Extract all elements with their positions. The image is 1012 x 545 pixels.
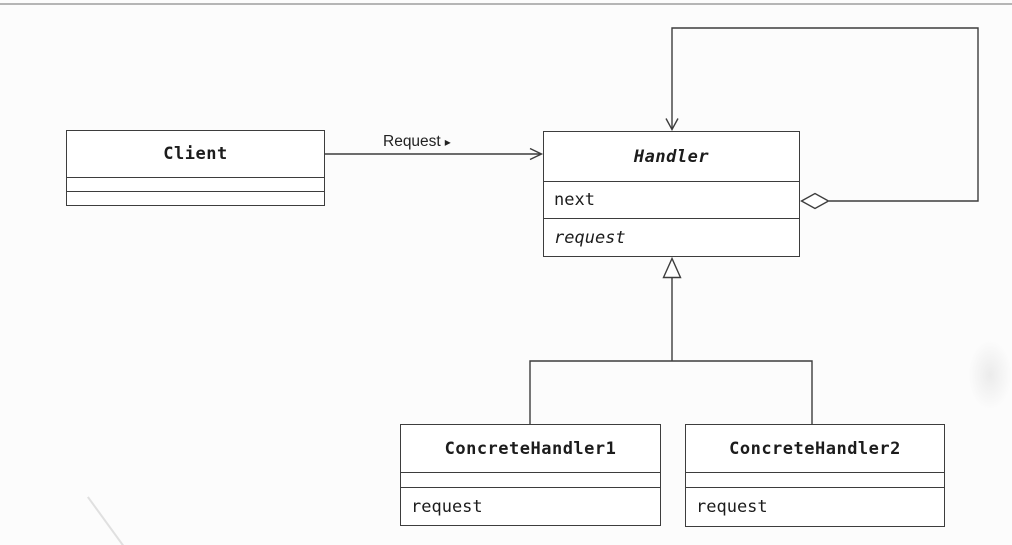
class-concrete-handler-2-request-compartment: request (686, 487, 944, 526)
class-concrete-handler-2-name: ConcreteHandler2 (729, 438, 901, 459)
class-box-concrete-handler-1: ConcreteHandler1 request (400, 424, 661, 526)
inheritance-triangle-icon (662, 256, 682, 279)
direction-arrow-icon: ▸ (444, 135, 451, 149)
handler-member-next: next (554, 190, 595, 210)
aggregation-diamond-icon (800, 192, 830, 210)
class-client-attributes-compartment (67, 177, 324, 191)
class-handler-request-compartment: request (544, 218, 799, 256)
class-box-client: Client (66, 130, 325, 206)
class-concrete-handler-1-name: ConcreteHandler1 (444, 438, 617, 459)
class-box-concrete-handler-2: ConcreteHandler2 request (685, 424, 945, 527)
self-aggregation-loop-line (671, 27, 979, 202)
class-handler-name: Handler (633, 146, 710, 167)
handler-member-request: request (554, 227, 626, 248)
page-top-rule (0, 3, 1012, 5)
class-box-handler: Handler next request (543, 131, 800, 257)
class-concrete-handler-2-attributes-compartment (686, 472, 944, 487)
class-client-name: Client (163, 144, 228, 164)
scan-smudge-artifact (968, 340, 1012, 410)
class-concrete-handler-1-request-compartment: request (401, 487, 660, 525)
association-open-arrowhead-icon (529, 147, 544, 161)
inheritance-branch-line (529, 360, 813, 424)
association-label-text: Request (383, 133, 441, 150)
loop-open-arrowhead-icon (665, 118, 679, 131)
class-client-operations-compartment (67, 191, 324, 205)
class-handler-next-compartment: next (544, 181, 799, 218)
association-label: Request ▸ (383, 133, 451, 151)
class-concrete-handler-1-attributes-compartment (401, 472, 660, 487)
concrete-handler-2-member-request: request (696, 497, 768, 517)
concrete-handler-1-member-request: request (411, 496, 483, 517)
